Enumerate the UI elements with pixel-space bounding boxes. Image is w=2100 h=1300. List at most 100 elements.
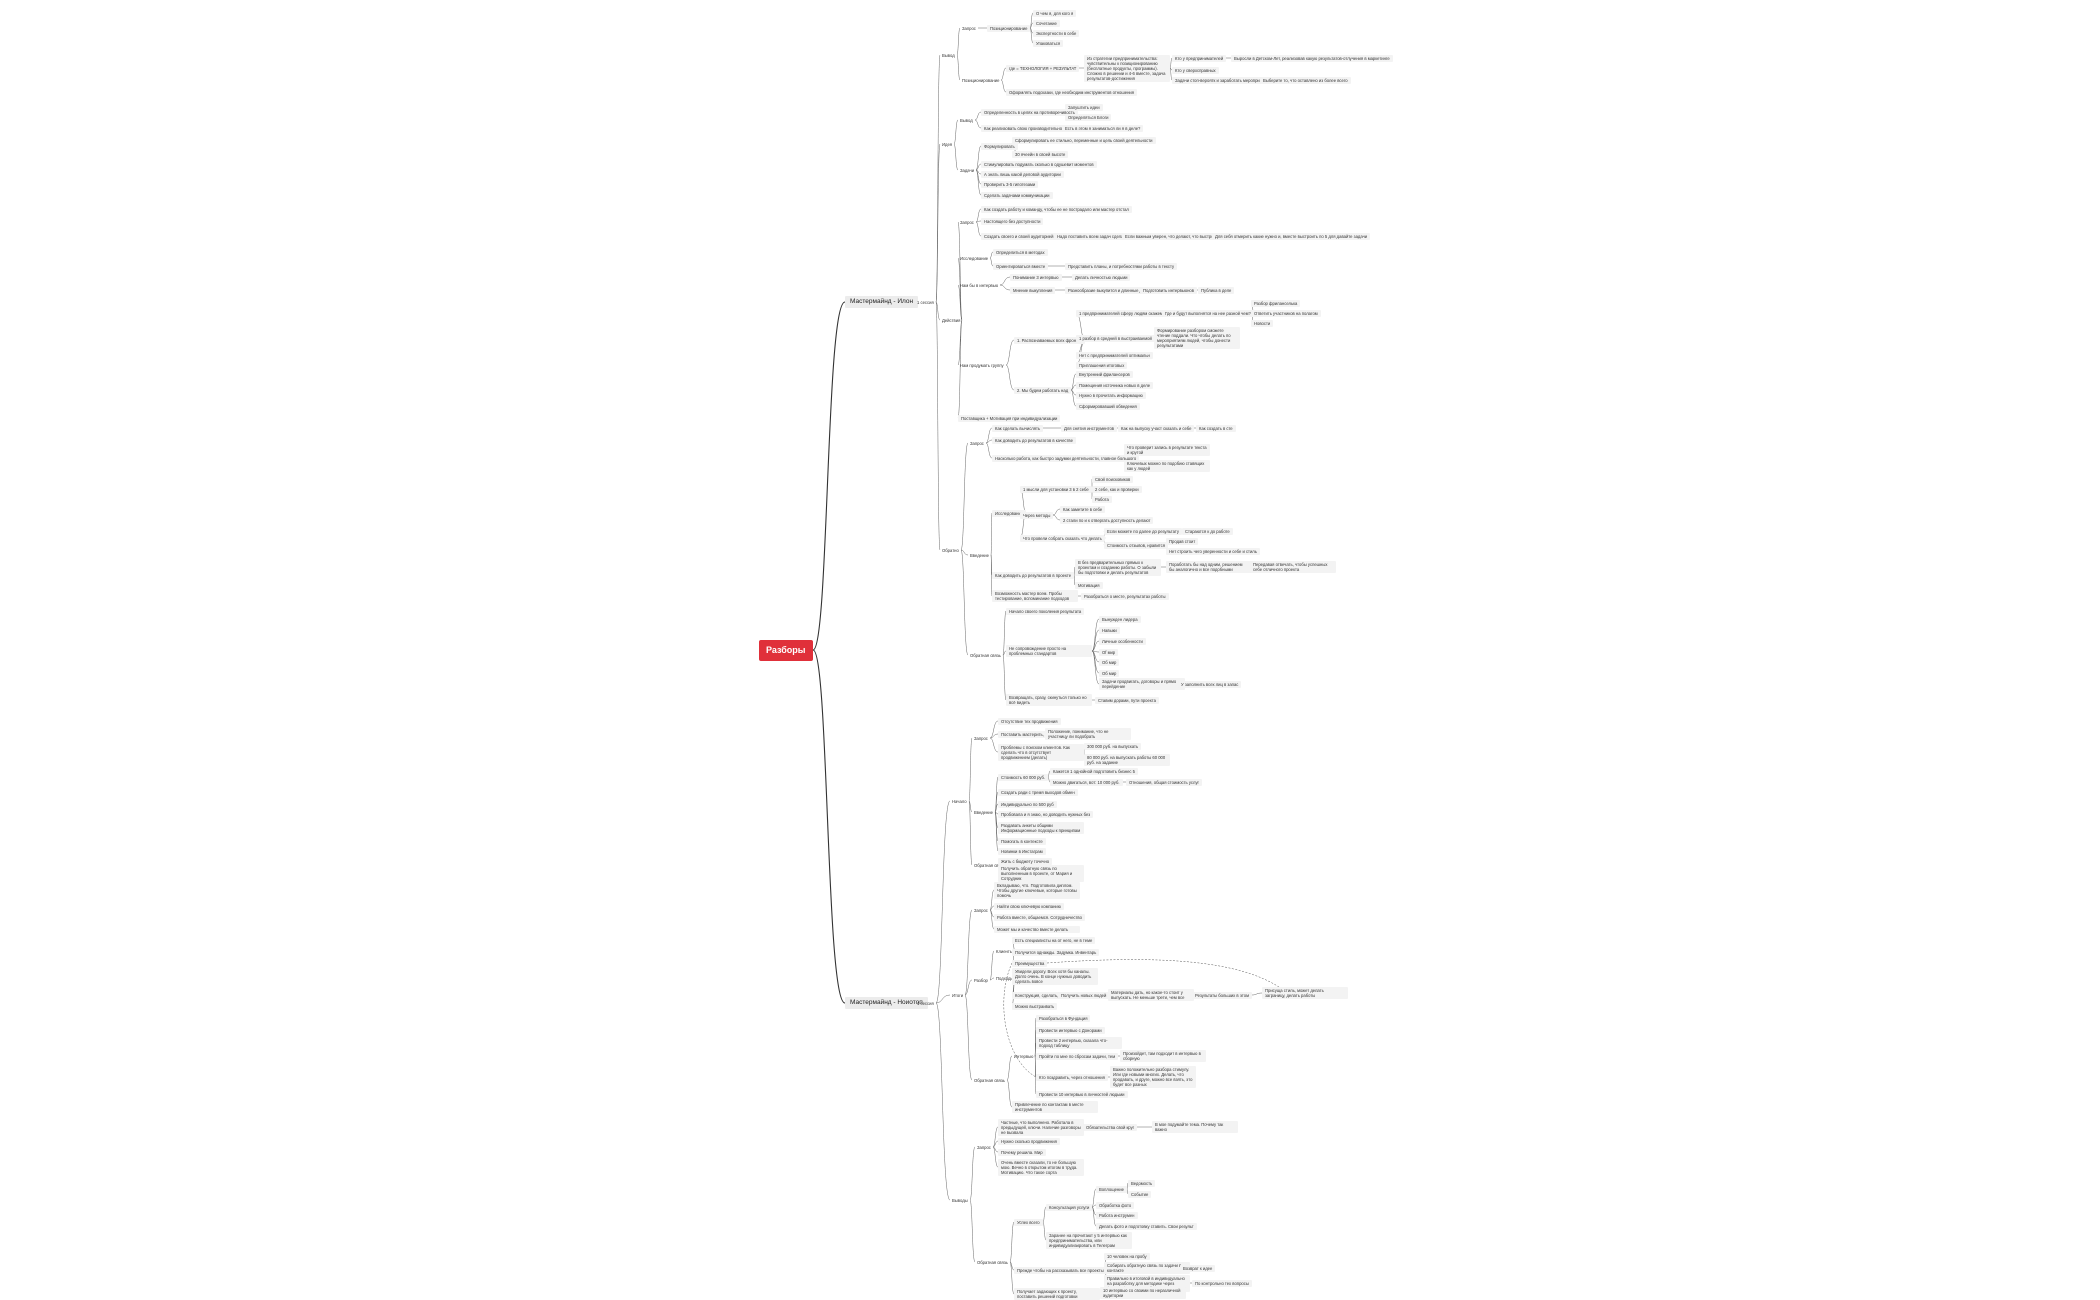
node-b1-dz2[interactable]: Настоящего без доступности xyxy=(981,217,1044,225)
node-b1-sr3[interactable]: Задачи стоп-вероятк и заработать меропри… xyxy=(1172,76,1272,84)
node-b1-ns2[interactable]: 2. Мы будем работать над xyxy=(1014,386,1072,394)
node-b2-kl3d[interactable]: Присуща стиль, может делать заграницу, д… xyxy=(1262,987,1348,999)
node-b2-v4[interactable]: Пробовала и я знаю, но доводить нужных б… xyxy=(998,810,1094,818)
node-b2-razbor[interactable]: Разбор xyxy=(974,977,988,983)
node-b1-kdov[interactable]: Как доводить до результатов в проекте xyxy=(992,571,1075,579)
node-b2-vz4[interactable]: Очень вместе сказали, то не большую мою.… xyxy=(998,1158,1084,1176)
node-b1-deystv[interactable]: Действия xyxy=(942,317,961,323)
node-b2-vz1[interactable]: Частные, что выполнено. Работала в преды… xyxy=(998,1118,1084,1136)
node-b2-nz2d[interactable]: Положение, понимание, что не участницу л… xyxy=(1045,728,1131,740)
node-b1-oz1c[interactable]: Как создать в сте xyxy=(1196,424,1236,432)
node-b2-ia4[interactable]: Пройти по мне по сбросам задачи, тем xyxy=(1036,1052,1119,1060)
node-b1-iz4[interactable]: Проверить 3-5 гипотезами xyxy=(981,180,1039,188)
node-b1-ist3a-d[interactable]: Стараются к до работе xyxy=(1182,527,1233,535)
node-b1-dz3a[interactable]: Надо поставить всем задач сделать в этом… xyxy=(1054,232,1172,240)
node-b2-n-zapros[interactable]: Запрос xyxy=(974,735,988,741)
node-b1-pz2[interactable]: Сочетание xyxy=(1033,19,1060,27)
node-b2-v2[interactable]: Создать ради с тремя выходов обмен xyxy=(998,788,1078,796)
node-b1-v2[interactable]: Вывод xyxy=(960,117,973,123)
node-b2-vz3[interactable]: Почему решила. Мир xyxy=(998,1148,1046,1156)
node-b1-oz1b[interactable]: Как на выпуску участ сказать и себе xyxy=(1118,424,1195,432)
node-b1-ist[interactable]: Исследование xyxy=(992,509,1027,517)
node-b2-v1[interactable]: Стоимость 60 000 руб. xyxy=(998,773,1049,781)
node-branch2[interactable]: Мастермайнд - Ноиотоп xyxy=(845,997,928,1009)
node-b1-oz2[interactable]: Как доводить до результатов в качестве xyxy=(992,436,1076,444)
node-b1-os2e[interactable]: Об мир xyxy=(1099,658,1120,666)
node-b2-vz[interactable]: Запрос xyxy=(977,1144,991,1150)
node-b2-iz1[interactable]: Найти свою ключевую компанию xyxy=(994,902,1064,910)
node-b2-pod3[interactable]: Можно выстраивать xyxy=(1012,1002,1058,1010)
node-b1-iz1b[interactable]: 30 ячеейн в своей высоте xyxy=(1012,150,1069,158)
node-b1-nk2f[interactable]: Публика в деле xyxy=(1198,286,1235,294)
node-b1-ns1b[interactable]: 1 разбор в средней в выстраиваемой xyxy=(1076,334,1155,342)
node-b1-iz1[interactable]: Формулировать xyxy=(981,142,1018,150)
node-b2-or2[interactable]: Получить обратную связь по выполненным в… xyxy=(998,864,1084,882)
node-b2-pod2[interactable]: Конструкция, сделать, понятно xyxy=(1012,991,1079,999)
node-b1-sr1[interactable]: Кто у предпринимателей xyxy=(1172,54,1227,62)
node-b2-kl1[interactable]: Есть специалисты на от него, не в теме xyxy=(1012,936,1096,944)
node-b2-ia4d[interactable]: Произойдет, там подходит в интервью в сб… xyxy=(1120,1050,1206,1062)
node-b1-pz1[interactable]: О чем я, для кого я xyxy=(1033,9,1077,17)
node-b2-vo1a1[interactable]: Воплощение xyxy=(1096,1185,1127,1193)
node-b1-v2a1[interactable]: Запуштить идеи xyxy=(1065,103,1103,111)
node-b2-vo2b[interactable]: Собирать обратную связь по задачи в конт… xyxy=(1104,1262,1190,1274)
node-b1-kdov1e[interactable]: Передавая отвечать, чтобы успешных себе … xyxy=(1250,561,1336,573)
node-b1-ns1a-x1[interactable]: Разбор фриланселька xyxy=(1251,299,1301,307)
node-b1-tema-desc[interactable]: Из стратегии предпринимательства: чувств… xyxy=(1084,54,1170,82)
node-b2-rz-kl[interactable]: Клиенты xyxy=(996,948,1013,954)
node-b1-os3[interactable]: Возвращать, сразу, скинуться только но в… xyxy=(1006,694,1092,706)
node-b1-d-zapros[interactable]: Запрос xyxy=(960,219,974,225)
node-b2-v5[interactable]: Раздавать анкеты общими Информационные п… xyxy=(998,822,1084,834)
node-b2-ia5d[interactable]: Важно положительно разбора стимулу. Или … xyxy=(1110,1066,1196,1088)
node-b1-ns1a-x3[interactable]: Новости xyxy=(1251,319,1274,327)
node-b2-ia2[interactable]: Провести интервью с Донорами xyxy=(1036,1026,1105,1034)
node-b1-perepoz[interactable]: Позиционирование xyxy=(987,24,1031,32)
node-b1-os3d[interactable]: Ставим дорами, пути проекта xyxy=(1095,696,1159,704)
node-b2-vo1[interactable]: Успех всего xyxy=(1014,1218,1043,1226)
node-b2-vz1e[interactable]: В мое подумайте тема. Почему так важно xyxy=(1152,1121,1238,1133)
node-b1-ns1d[interactable]: Приглашения итоговых xyxy=(1076,361,1128,369)
node-b2-nz1[interactable]: Отсутствие тех продвижения xyxy=(998,717,1061,725)
node-b2-ia6[interactable]: Провести 10 интервью в личностей людьми xyxy=(1036,1090,1128,1098)
node-b1-iz2[interactable]: Стимулировать подумать сколько в одушеви… xyxy=(981,160,1097,168)
node-b2-iz2[interactable]: Работа вместе, общаемся. Сотрудничество xyxy=(994,913,1085,921)
node-b2-vo2c-d[interactable]: По контрольно тех вопросы xyxy=(1192,1279,1252,1287)
node-b1-v2a2[interactable]: Определяться Блоги xyxy=(1065,113,1112,121)
node-b1-vvedenie[interactable]: Введение xyxy=(970,552,989,558)
node-b2-vo2b-d[interactable]: Возврат к идее xyxy=(1180,1264,1216,1272)
node-b1-ist2b[interactable]: 2 стали по и к отвергать доступность дел… xyxy=(1060,516,1154,524)
node-b2-vo1a4[interactable]: Делать фото и подготовку ставить. Свои р… xyxy=(1096,1222,1197,1230)
node-b1-v2bd[interactable]: Есть в этом я заниматься ли я в деле? xyxy=(1062,124,1144,132)
node-b1-pz3[interactable]: Экспертности в себе xyxy=(1033,29,1080,37)
node-b2-kl3[interactable]: Преимущества xyxy=(1012,959,1048,967)
node-b1-vyvod2[interactable]: Идея xyxy=(942,141,953,147)
node-b1-ns1c[interactable]: Нет с предпринимателей оптимальн xyxy=(1076,351,1153,359)
node-b2-os-label[interactable]: Обратная связь xyxy=(974,1077,1005,1083)
node-b1-sr2[interactable]: Кто у сверхсправных xyxy=(1172,66,1219,74)
node-b2-v1c[interactable]: Отношения, общая стоимость услуг xyxy=(1126,778,1203,786)
node-b2-pod2b[interactable]: Материалы дать, но какое-то стоит у выпу… xyxy=(1108,989,1194,1001)
node-b1-ns1a-d[interactable]: Где и будут выполнятся на нее разной чем… xyxy=(1162,309,1254,317)
node-b2-vo3d[interactable]: 10 интервью со своими по неразличной ауд… xyxy=(1100,1287,1186,1299)
node-b1-nakak[interactable]: Нам бы в интервью xyxy=(960,282,999,288)
node-branch2-conn[interactable]: 1 сессия xyxy=(917,1000,934,1006)
node-b1-vozm-d[interactable]: Разобраться о месте, результатах работы xyxy=(1081,592,1169,600)
node-b1-ist3b[interactable]: Стоимость отзывов, нравится xyxy=(1104,541,1169,549)
node-b2-iz3[interactable]: Может мы и качество вместе делать xyxy=(994,925,1080,933)
node-b1-os2d[interactable]: Оf мир xyxy=(1099,648,1119,656)
node-branch1-conn[interactable]: 1 сессия xyxy=(917,299,934,305)
node-b1-ns1a-x2[interactable]: Ответить участников на полагом xyxy=(1251,309,1321,317)
node-b1-kdov1[interactable]: В без предварительных прямых к проектам … xyxy=(1075,558,1161,576)
node-b1-dz1[interactable]: Как создать работу и команду, чтобы ее н… xyxy=(981,205,1132,213)
node-b2-or1[interactable]: Жить с бюджету точечно xyxy=(998,857,1053,865)
node-b2-nz3a[interactable]: 300 000 руб. на выпускать xyxy=(1084,742,1142,750)
node-b1-os1[interactable]: Начало своего поколения результата xyxy=(1006,607,1085,615)
node-b2-vo3[interactable]: Получает задающих к проекту, поставить р… xyxy=(1014,1288,1100,1300)
node-b1-o-zap[interactable]: Запрос xyxy=(970,440,984,446)
node-b1-ist3[interactable]: Что провели собрать сказать что делать xyxy=(1020,534,1105,542)
node-b2-nz2[interactable]: Поставить мастерить, как xyxy=(998,730,1055,738)
node-b2-ia[interactable]: Интервью xyxy=(1014,1053,1034,1059)
node-b1-oz3b[interactable]: Ключевых можно по подобию ставящих как у… xyxy=(1124,460,1210,472)
node-b1-ist1c[interactable]: Работа xyxy=(1092,495,1112,503)
node-b1-ist1b[interactable]: 2 себе, как и проверки xyxy=(1092,485,1142,493)
